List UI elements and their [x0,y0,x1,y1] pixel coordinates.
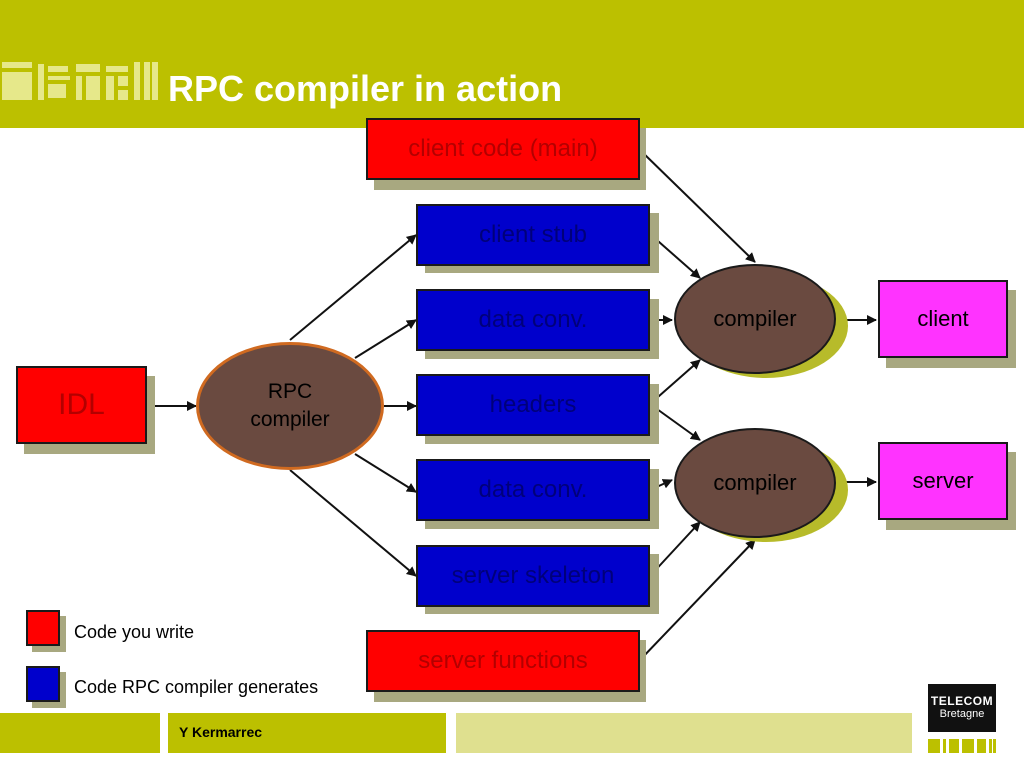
slide-title: RPC compiler in action [168,68,563,109]
arrow-rpc-to-data-conv-server [354,453,417,493]
telecom-logo-line1: TELECOM [930,694,994,708]
legend-generated-label: Code RPC compiler generates [74,677,319,697]
rpc-compiler-ellipse: RPC compiler [196,342,384,470]
server-skeleton-box: server skeleton [416,545,650,607]
rpc-compiler-label-line1: RPC [267,380,313,403]
footer-band-author [168,713,446,753]
arrow-rpc-to-client-stub [289,234,417,341]
data-conv-server-box: data conv. [416,459,650,521]
client-stub-box: client stub [416,204,650,266]
arrow-rpc-to-server-skeleton [289,469,417,577]
data-conv-client-box: data conv. [416,289,650,351]
client-output-box: client [878,280,1008,358]
server-output-box: server [878,442,1008,520]
author-name: Y Kermarrec [179,724,263,740]
footer-band-left [0,713,160,753]
server-functions-box: server functions [366,630,640,692]
legend-generated-swatch [26,666,60,702]
school-logo-icon [2,62,158,100]
compiler-client-ellipse: compiler [674,264,836,374]
telecom-bretagne-logo: TELECOM Bretagne [928,684,996,732]
arrow-client-code-to-compiler [639,149,756,263]
header-band [0,0,1024,128]
client-code-box: client code (main) [366,118,640,180]
compiler-server-ellipse: compiler [674,428,836,538]
arrow-server-functions-to-compiler [639,539,756,661]
arrow-rpc-to-data-conv-client [354,319,417,359]
telecom-logo-line2: Bretagne [939,708,985,720]
headers-box: headers [416,374,650,436]
legend-written-label: Code you write [74,622,195,642]
footer-band-right [456,713,912,753]
school-mark-icon [928,739,996,753]
legend-written-swatch [26,610,60,646]
rpc-compiler-label-line2: compiler [250,408,330,431]
idl-box: IDL [16,366,147,444]
